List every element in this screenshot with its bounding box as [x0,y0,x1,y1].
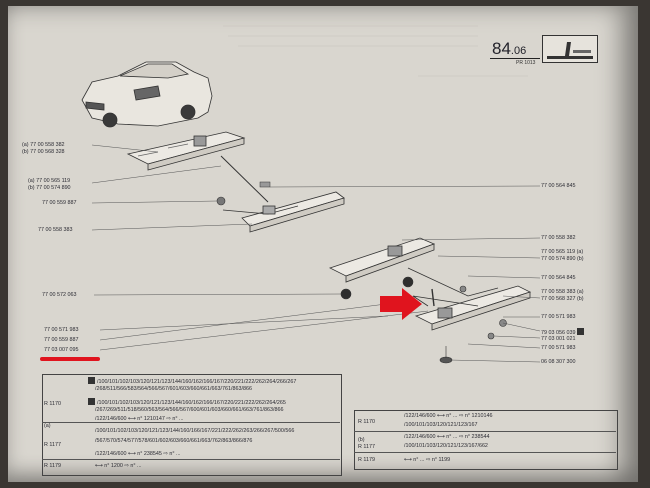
application-table-left [42,374,342,476]
seat-thumbnail-icon [547,42,593,59]
table-left-row: /122/146/600 ⟷ n° 1210147 ⇨ n° ... [95,416,184,422]
filled-square-icon [88,398,95,405]
callout-right-2: 77 00 558 382 [541,235,576,241]
table-right-row: /122/146/600 ⟷ n° ... ⇨ n° 238544 [404,434,490,440]
table-right-divider-2 [354,452,616,453]
table-right-divider [354,431,616,432]
table-left-model: R 1170 [44,401,61,407]
callout-left-8: 77 00 571 983 [44,327,79,333]
callout-left-7: 77 00 572 063 [42,292,77,298]
callout-left-3: (a) 77 00 565 119 [28,178,71,184]
table-right-row: /122/146/600 ⟷ n° ... ⇨ n° 1210146 [404,413,493,419]
table-left-row: /268/511/566/583/564/566/567/601/603/660… [95,386,252,392]
table-left-divider [42,422,340,423]
section-thumbnail [542,35,598,63]
callout-left-10: 77 03 007 095 [44,347,79,353]
red-highlight-underline [40,357,100,361]
background-bleed [223,25,528,77]
table-right-model: R 1170 [358,419,375,425]
section-reference: PR 1013 [516,60,536,66]
callout-right-3: 77 00 565 119 (a) [541,249,584,255]
callout-right-4: 77 00 574 890 (b) [541,256,584,262]
table-left-row: /567/570/574/577/578/601/602/603/660/661… [95,438,253,444]
leader-lines-right [269,185,541,363]
spring-upper [259,181,271,188]
knob-upper [216,196,226,206]
table-left-row: /100/101/102/103/120/121/123/144/160/166… [95,428,295,434]
callout-right-12: 06 08 307 300 [541,359,576,365]
table-left-row: ⟷ n° 1200 ⇨ n° ... [95,463,142,469]
table-left-variant: (a) [44,423,51,429]
middle-rail-assembly [222,191,345,233]
table-left-row: /100/101/102/103/120/121/123/144/160/162… [88,398,286,406]
callout-left-4: (b) 77 00 574 890 [28,185,71,191]
table-left-model: R 1179 [44,463,61,469]
table-right-row: /100/101/103/120/121/123/167 [404,422,478,428]
callout-right-6: 77 00 558 383 (a) [541,289,584,295]
table-left-divider-2 [42,459,340,460]
callout-left-1: (a) 77 00 558 382 [22,142,65,148]
table-right-model: R 1177 [358,444,375,450]
table-right-model: R 1179 [358,457,375,463]
table-left-model: R 1177 [44,442,61,448]
callout-left-9: 77 00 559 887 [44,337,79,343]
callout-right-7: 77 00 568 327 (b) [541,296,584,302]
callout-left-5: 77 00 559 887 [42,200,77,206]
adjust-rod-upper [220,155,269,203]
callout-right-9: 79 03 056 039 [541,328,586,336]
red-arrow-icon [380,288,422,320]
section-rule [490,58,540,59]
table-right-variant: (b) [358,437,365,443]
lower-rail-assembly [328,237,532,331]
filled-square-icon [88,377,95,384]
callout-left-6: 77 00 558 383 [38,227,73,233]
car-illustration [81,61,213,128]
application-table-right [354,410,618,470]
upper-rail-assembly [126,131,246,171]
callout-left-2: (b) 77 00 568 328 [22,149,65,155]
table-left-row: /122/146/600 ⟷ n° 238545 ⇨ n° ... [95,451,181,457]
callout-right-1: 77 00 564 845 [541,183,576,189]
cross-box-icon [576,328,584,335]
callout-right-11: 77 00 571 983 [541,345,576,351]
catalog-page: 84.06 PR 1013 (a) 77 00 558 382 (b) 77 0… [8,6,638,482]
table-left-row: /267/269/511/518/560/563/564/566/567/600… [95,407,284,413]
table-right-row: ⟷ n° ... ⇨ n° 1199 [404,457,451,463]
table-left-row: /100/101/102/103/120/121/123/144/160/162… [88,377,296,385]
callout-right-8: 77 00 571 983 [541,314,576,320]
callout-right-10: 77 03 001 021 [541,336,576,342]
section-number: 84.06 [492,39,527,58]
table-right-row: /100/101/103/120/121/123/167/662 [404,443,488,449]
parts-diagram [81,25,541,364]
leader-lines-left [91,144,429,351]
callout-right-5: 77 00 564 845 [541,275,576,281]
